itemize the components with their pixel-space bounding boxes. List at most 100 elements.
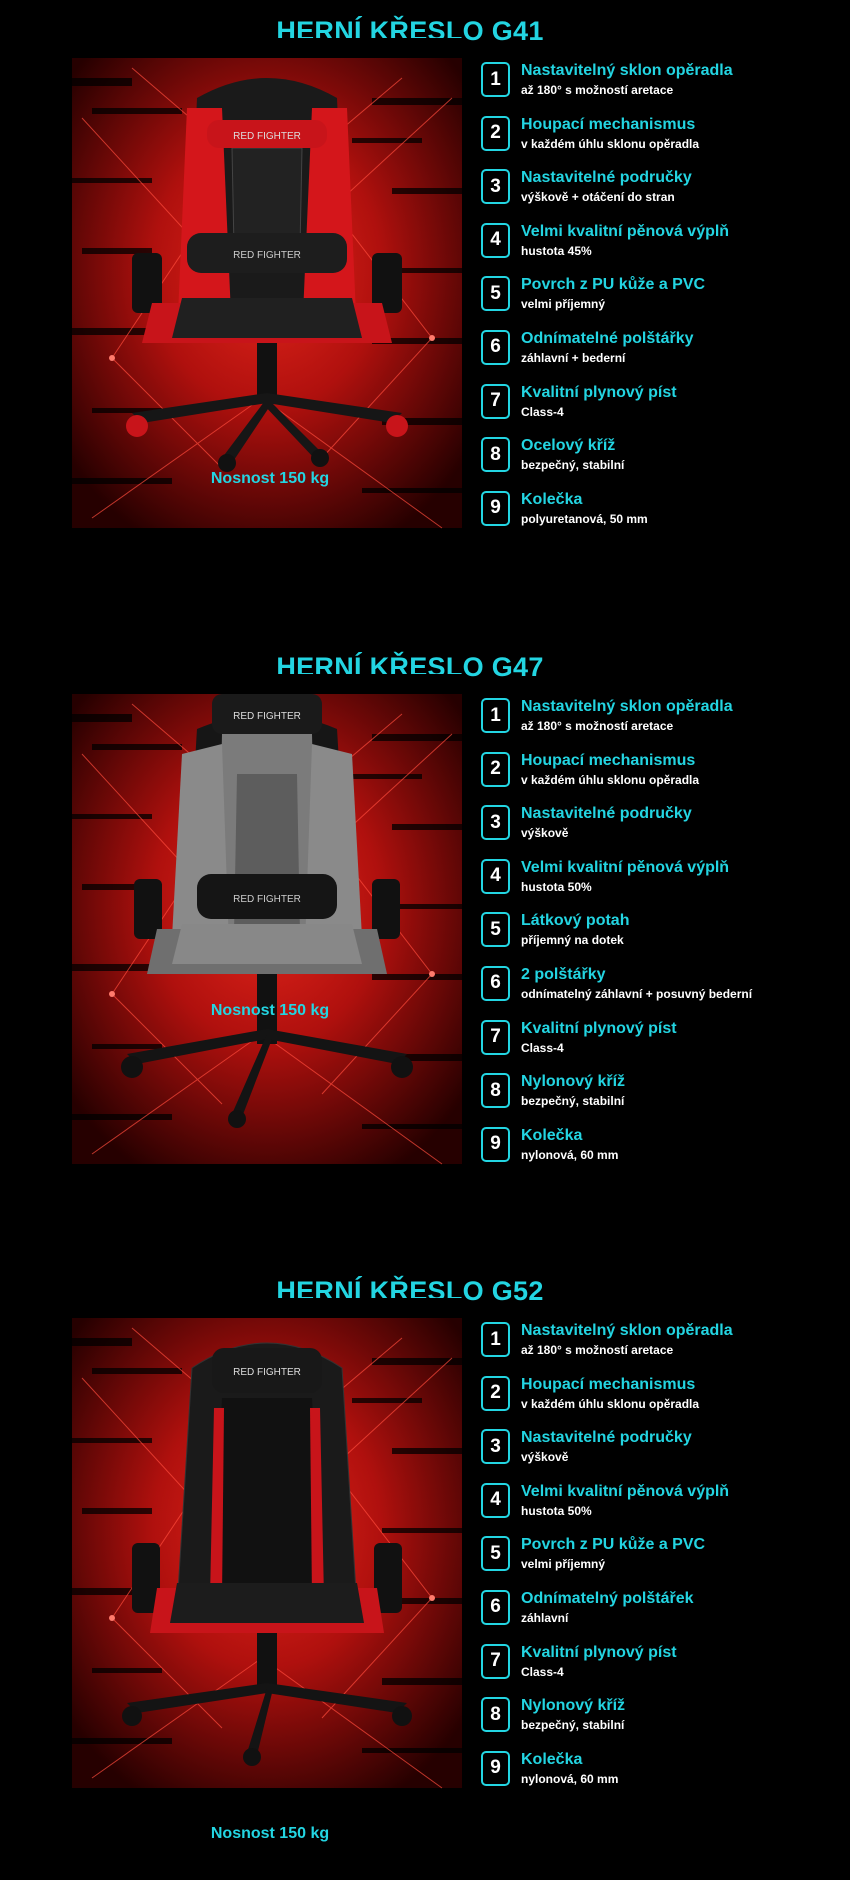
feature-detail: bezpečný, stabilní [521,1094,625,1109]
feature-title: Houpací mechanismus [521,115,696,133]
feature-number-badge: 6 [481,329,510,365]
feature-item: 5 Povrch z PU kůže a PVC velmi příjemný [480,274,840,328]
feature-detail: v každém úhlu sklonu opěradla [521,136,700,151]
feature-detail: velmi příjemný [521,1557,606,1572]
feature-number-badge: 3 [481,169,510,205]
feature-number-badge: 7 [481,1019,510,1055]
feature-title: Houpací mechanismus [521,751,696,769]
feature-number-badge: 5 [481,1536,510,1572]
feature-item: 8 Ocelový kříž bezpečný, stabilní [480,435,840,489]
feature-detail: až 180° s možností aretace [521,1343,674,1357]
feature-title: Nylonový kříž [521,1073,626,1091]
feature-title: Povrch z PU kůže a PVC [521,276,706,294]
svg-text:RED FIGHTER: RED FIGHTER [233,1367,301,1378]
feature-detail: bezpečný, stabilní [521,1718,625,1733]
feature-detail: odnímatelný záhlavní + posuvný bederní [521,986,753,1001]
product-section-g41: HERNÍ KŘESLO G41 RED FIGHTER RED FIGHTER [0,0,850,620]
feature-item: 9 Kolečka polyuretanová, 50 mm [480,489,840,543]
feature-title: Kvalitní plynový píst [521,1019,677,1037]
feature-detail: záhlavní [521,1610,569,1625]
feature-detail: až 180° s možností aretace [521,719,674,733]
feature-title: Kolečka [521,490,583,508]
feature-title: Povrch z PU kůže a PVC [521,1536,706,1554]
feature-item: 1 Nastavitelný sklon opěradla až 180° s mo… [480,1320,840,1374]
feature-title: Velmi kvalitní pěnová výplň [521,858,730,876]
feature-title: Nastavitelný sklon opěradla [521,698,733,715]
feature-item: 8 Nylonový kříž bezpečný, stabilní [480,1071,840,1125]
feature-title: Ocelový kříž [521,437,616,455]
feature-item: 6 Odnímatelný polštářek záhlavní [480,1588,840,1642]
feature-title: Odnímatelný polštářek [521,1589,694,1607]
feature-title: 2 polštářky [521,965,606,983]
feature-number-badge: 1 [481,1322,510,1357]
feature-detail: Class-4 [521,1040,564,1055]
feature-title: Velmi kvalitní pěnová výplň [521,1482,730,1500]
svg-text:RED FIGHTER: RED FIGHTER [233,131,301,142]
feature-number-badge: 6 [481,965,510,1001]
feature-number-badge: 1 [481,62,510,97]
feature-number-badge: 5 [481,276,510,312]
feature-item: 9 Kolečka nylonová, 60 mm [480,1125,840,1179]
feature-number-badge: 9 [481,490,510,526]
capacity-label: Nosnost 150 kg [210,470,330,487]
feature-item: 5 Látkový potah příjemný na dotek [480,910,840,964]
chair-image-g47: RED FIGHTER RED FIGHTER [72,674,462,1189]
feature-number-badge: 5 [481,912,510,948]
svg-text:RED FIGHTER: RED FIGHTER [233,250,301,261]
feature-title: Nylonový kříž [521,1697,626,1715]
feature-detail: velmi příjemný [521,297,606,312]
feature-number-badge: 4 [481,222,510,258]
feature-title: Nastavitelné područky [521,805,692,823]
feature-number-badge: 6 [481,1589,510,1625]
feature-item: 5 Povrch z PU kůže a PVC velmi příjemný [480,1534,840,1588]
feature-detail: výškově [521,826,569,841]
feature-title: Nastavitelné područky [521,169,692,187]
feature-item: 3 Nastavitelné područky výškově + otáčení … [480,167,840,221]
feature-title: Velmi kvalitní pěnová výplň [521,222,730,240]
feature-number-badge: 9 [481,1126,510,1162]
feature-detail: hustota 50% [521,1503,592,1518]
feature-detail: výškově + otáčení do stran [521,190,675,205]
capacity-label: Nosnost 150 kg [210,1825,330,1842]
feature-detail: v každém úhlu sklonu opěradla [521,772,700,787]
feature-number-badge: 8 [481,1073,510,1109]
feature-number-badge: 2 [481,1375,510,1411]
feature-number-badge: 2 [481,115,510,151]
feature-number-badge: 3 [481,1429,510,1465]
feature-detail: Class-4 [521,404,564,419]
feature-detail: bezpečný, stabilní [521,458,625,473]
feature-number-badge: 8 [481,437,510,473]
feature-title: Nastavitelný sklon opěradla [521,1322,733,1339]
capacity-label: Nosnost 150 kg [210,1002,330,1019]
feature-title: Kolečka [521,1126,583,1144]
feature-item: 2 Houpací mechanismus v každém úhlu sklonu… [480,114,840,168]
feature-detail: nylonová, 60 mm [521,1147,619,1162]
feature-detail: polyuretanová, 50 mm [521,511,648,526]
feature-title: Látkový potah [521,912,630,930]
feature-title: Kolečka [521,1750,583,1768]
feature-number-badge: 7 [481,1643,510,1679]
svg-text:RED FIGHTER: RED FIGHTER [233,711,301,722]
feature-detail: příjemný na dotek [521,933,624,948]
feature-detail: výškově [521,1450,569,1465]
chair-image-g52: RED FIGHTER [72,1298,462,1813]
feature-title: Odnímatelné polštářky [521,329,694,347]
feature-item: 6 2 polštářky odnímatelný záhlavní + posuv… [480,964,840,1018]
product-section-g47: HERNÍ KŘESLO G47 RED FIGHTER RED FIGHTER [0,636,850,1256]
chair-image-g41: RED FIGHTER RED FIGHTER [72,38,462,553]
feature-title: Nastavitelné područky [521,1429,692,1447]
